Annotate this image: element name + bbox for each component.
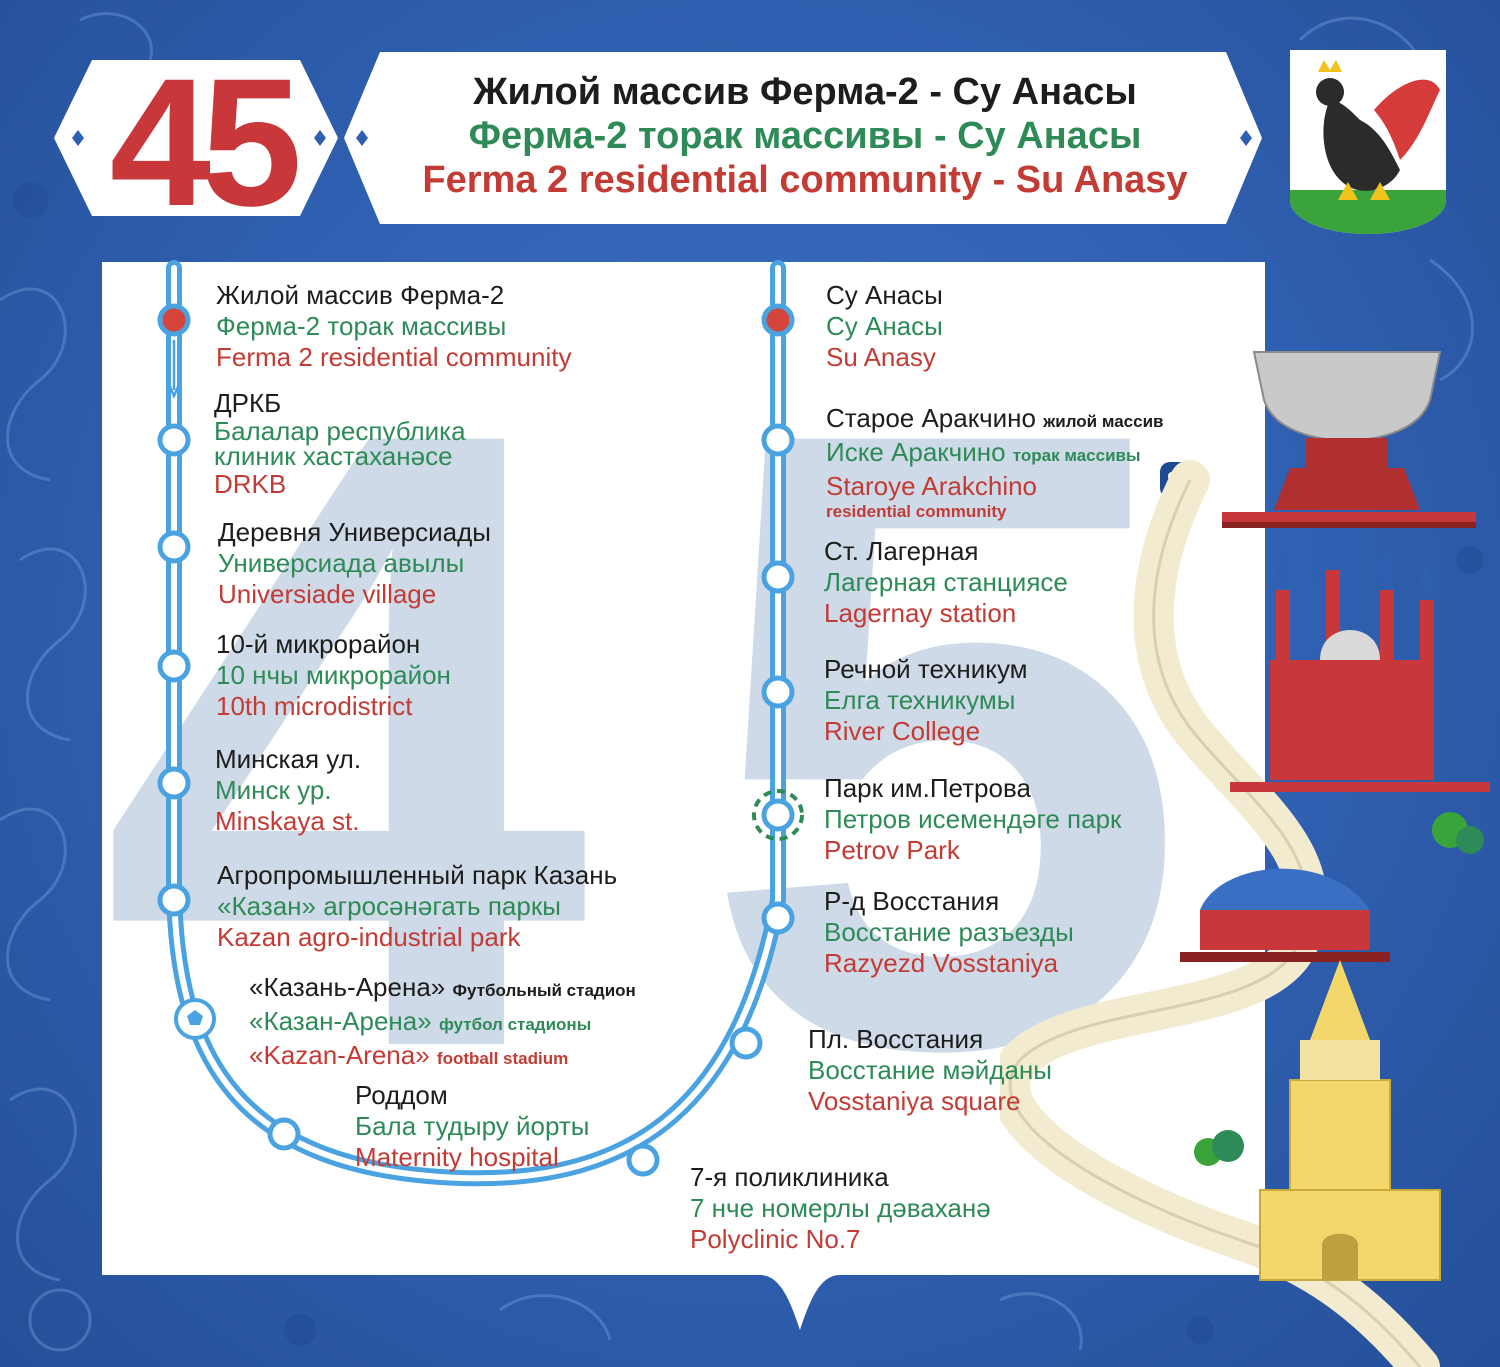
stop-name-en: Kazan agro-industrial park xyxy=(217,922,521,952)
coat-of-arms-icon xyxy=(1290,50,1446,234)
stop-name-ru: Парк им.Петрова xyxy=(824,773,1031,803)
stop-name-en: Minskaya st. xyxy=(215,806,360,836)
stop-name-en: 10th microdistrict xyxy=(216,691,413,721)
stop-name-tt: 7 нче номерлы дәваханә xyxy=(690,1193,991,1223)
stop-left-2: ДРКБ Балалар республика клиник хастаханә… xyxy=(214,388,466,500)
stop-marker xyxy=(761,798,795,832)
stop-name-ru: 7-я поликлиника xyxy=(690,1162,889,1192)
stop-marker-terminal-left xyxy=(157,303,191,337)
stop-name-tt: Минск ур. xyxy=(215,775,332,805)
stop-name-tt: Восстание разъезды xyxy=(824,917,1074,947)
stop-note-tt: футбол стадионы xyxy=(438,1015,592,1034)
stop-marker xyxy=(157,766,191,800)
stop-note-en: football stadium xyxy=(436,1049,569,1068)
route-title-ru: Жилой массив Ферма-2 - Су Анасы xyxy=(473,71,1137,113)
stop-name-ru: Старое Аракчино xyxy=(826,403,1036,433)
stop-note-en: residential community xyxy=(826,502,1007,521)
stop-name-tt: 10 нчы микрорайон xyxy=(216,660,451,690)
stop-name-ru: Агропромышленный парк Казань xyxy=(217,860,618,890)
stop-name-en: Vosstaniya square xyxy=(808,1086,1021,1116)
stop-left-6: Агропромышленный парк Казань «Казан» агр… xyxy=(217,860,617,953)
stop-name-ru: ДРКБ xyxy=(214,388,282,418)
stop-name-tt: Ферма-2 торак массивы xyxy=(216,311,507,341)
stop-name-tt: Лагерная станциясе xyxy=(824,567,1068,597)
stop-name-ru: Су Анасы xyxy=(826,280,943,310)
stop-right-3: Ст. Лагерная Лагерная станциясе Lagernay… xyxy=(824,536,1068,629)
stop-name-tt: Петров исемендәге парк xyxy=(824,804,1122,834)
stop-right-1: Су Анасы Су Анасы Su Anasy xyxy=(826,280,943,373)
stop-name-en: Universiade village xyxy=(218,579,437,609)
stop-name-en: Ferma 2 residential community xyxy=(216,342,572,372)
stop-marker-terminal-right xyxy=(761,303,795,337)
stop-marker xyxy=(157,423,191,457)
stop-name-ru: Речной техникум xyxy=(824,654,1028,684)
stop-name-en: Petrov Park xyxy=(824,835,960,865)
stop-marker xyxy=(729,1026,763,1060)
stop-marker xyxy=(761,560,795,594)
stop-left-4: 10-й микрорайон 10 нчы микрорайон 10th m… xyxy=(216,629,451,722)
stop-note-tt: торак массивы xyxy=(1012,446,1141,465)
stop-marker xyxy=(157,649,191,683)
stop-name-tt: Восстание мәйданы xyxy=(808,1055,1052,1085)
stop-name-ru: Пл. Восстания xyxy=(808,1024,984,1054)
landmarks-illustration xyxy=(1000,351,1490,1367)
stop-marker xyxy=(761,901,795,935)
stadium-ball-icon xyxy=(174,998,216,1040)
stop-marker xyxy=(626,1143,660,1177)
stop-name-ru: Деревня Универсиады xyxy=(218,517,491,547)
stop-left-8: Роддом Бала тудыру йорты Maternity hospi… xyxy=(355,1080,589,1173)
stop-right-4: Речной техникум Елга техникумы River Col… xyxy=(824,654,1028,747)
stop-name-ru: Р-д Восстания xyxy=(824,886,1000,916)
stop-bottom: 7-я поликлиника 7 нче номерлы дәваханә P… xyxy=(690,1162,991,1255)
route-number: 45 xyxy=(109,40,302,244)
stop-name-tt: «Казан-Арена» xyxy=(249,1006,432,1036)
stop-name-ru: Роддом xyxy=(355,1080,448,1110)
stop-right-7: Пл. Восстания Восстание мәйданы Vosstani… xyxy=(808,1024,1052,1117)
stop-marker xyxy=(267,1117,301,1151)
stop-left-1: Жилой массив Ферма-2 Ферма-2 торак масси… xyxy=(216,280,571,373)
stop-name-ru: Ст. Лагерная xyxy=(824,536,979,566)
stop-marker xyxy=(157,883,191,917)
stop-marker xyxy=(761,423,795,457)
stop-name-tt-line2: клиник хастаханәсе xyxy=(214,441,453,471)
stop-name-tt: Бала тудыру йорты xyxy=(355,1111,590,1141)
stop-marker xyxy=(761,675,795,709)
stop-note-ru: жилой массив xyxy=(1043,412,1164,431)
stop-name-en: «Kazan-Arena» xyxy=(249,1040,430,1070)
stop-name-ru: Жилой массив Ферма-2 xyxy=(216,280,505,310)
stop-right-2: Старое Аракчино жилой массив Иске Аракчи… xyxy=(826,403,1163,522)
stop-left-5: Минская ул. Минск ур. Minskaya st. xyxy=(215,744,361,837)
stop-name-tt: «Казан» агросәнәгать паркы xyxy=(217,891,561,921)
stop-marker-dashed xyxy=(752,789,804,841)
stop-left-3: Деревня Универсиады Универсиада авылы Un… xyxy=(218,517,491,610)
stop-right-6: Р-д Восстания Восстание разъезды Razyezd… xyxy=(824,886,1074,979)
stop-name-en: River College xyxy=(824,716,981,746)
stop-name-en: Razyezd Vosstaniya xyxy=(824,948,1059,978)
stop-right-5: Парк им.Петрова Петров исемендәге парк P… xyxy=(824,773,1121,866)
stop-name-tt: Су Анасы xyxy=(826,311,943,341)
route-title-en: Ferma 2 residential community - Su Anasy xyxy=(422,159,1188,201)
stop-name-tt: Иске Аракчино xyxy=(826,437,1006,467)
stop-name-en: Maternity hospital xyxy=(355,1142,559,1172)
stop-name-en: DRKB xyxy=(214,469,287,499)
stop-name-en: Lagernay station xyxy=(824,598,1017,628)
stop-name-tt: Елга техникумы xyxy=(824,685,1016,715)
stop-name-ru: «Казань-Арена» xyxy=(249,972,446,1002)
stop-note-ru: Футбольный стадион xyxy=(452,981,636,1000)
stop-name-en: Staroye Arakchino xyxy=(826,471,1038,501)
stop-name-ru: 10-й микрорайон xyxy=(216,629,421,659)
stop-name-en: Polyclinic No.7 xyxy=(690,1224,861,1254)
stop-name-tt: Универсиада авылы xyxy=(218,548,465,578)
stop-marker xyxy=(157,530,191,564)
stop-name-tt: Балалар республика xyxy=(214,416,466,446)
stop-left-7: «Казань-Арена» Футбольный стадион «Казан… xyxy=(249,972,636,1074)
route-title-tt: Ферма-2 торак массивы - Су Анасы xyxy=(468,115,1142,157)
stop-name-ru: Минская ул. xyxy=(215,744,362,774)
stop-name-en: Su Anasy xyxy=(826,342,936,372)
